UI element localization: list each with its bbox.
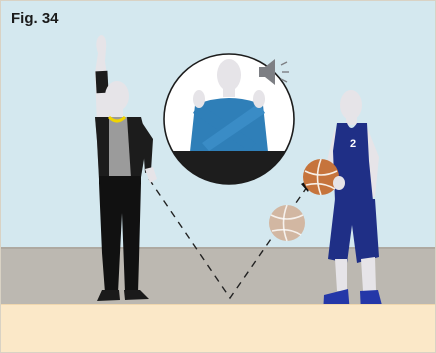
caption-panel — [1, 304, 435, 353]
figure-label: Fig. 34 — [11, 10, 59, 27]
basketball-bouncing — [269, 205, 305, 241]
player-number: 2 — [350, 138, 356, 150]
